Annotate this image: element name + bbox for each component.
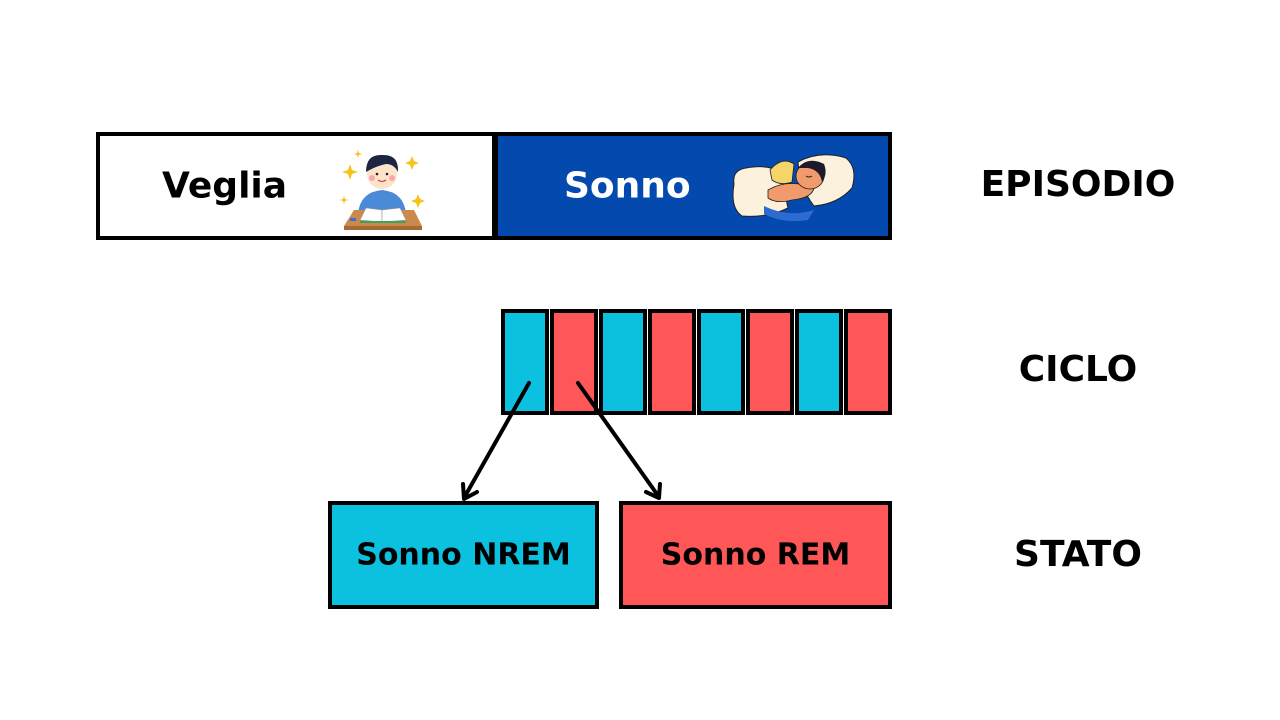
- sleeping-person-icon: [732, 154, 855, 222]
- cycle-cell-rem: [648, 309, 696, 415]
- state-label-rem: Sonno REM: [660, 537, 851, 573]
- state-box-rem: Sonno REM: [619, 501, 892, 609]
- level-label-stato: STATO: [1014, 534, 1142, 575]
- episode-label-sonno: Sonno: [564, 165, 691, 207]
- cycle-bar: [501, 309, 893, 415]
- state-label-nrem: Sonno NREM: [356, 537, 571, 573]
- cycle-cell-nrem: [599, 309, 647, 415]
- episode-box-veglia: Veglia: [96, 132, 496, 240]
- cycle-cell-rem: [550, 309, 598, 415]
- level-label-ciclo: CICLO: [1018, 349, 1138, 390]
- cycle-cell-nrem: [795, 309, 843, 415]
- level-label-episodio: EPISODIO: [980, 164, 1176, 205]
- studying-person-icon: [340, 150, 425, 230]
- cycle-cell-rem: [746, 309, 794, 415]
- state-box-nrem: Sonno NREM: [328, 501, 599, 609]
- cycle-cell-nrem: [501, 309, 549, 415]
- episode-box-sonno: Sonno: [494, 132, 892, 240]
- episode-label-veglia: Veglia: [162, 165, 288, 207]
- cycle-cell-rem: [844, 309, 892, 415]
- cycle-cell-nrem: [697, 309, 745, 415]
